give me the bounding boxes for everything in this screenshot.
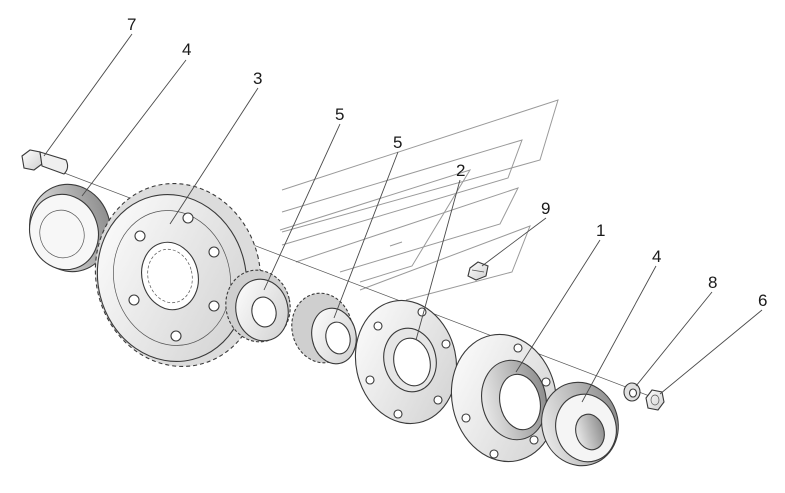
part-8-washer — [623, 382, 641, 402]
callout-labels: 7 4 3 5 5 2 9 1 4 8 6 — [127, 15, 767, 310]
callout-3: 3 — [253, 69, 262, 88]
leader-lines — [43, 33, 763, 403]
part-4-cover-right — [541, 381, 619, 467]
callout-4-right: 4 — [652, 247, 661, 266]
callout-5-first: 5 — [335, 105, 344, 124]
part-5-splined-hub-b — [291, 292, 357, 365]
part-5-splined-hub-a — [225, 269, 291, 343]
callout-5-second: 5 — [393, 133, 402, 152]
callout-9: 9 — [541, 199, 550, 218]
part-3-spur-gear — [94, 183, 262, 367]
watermark-logo — [279, 99, 559, 301]
callout-8: 8 — [708, 273, 717, 292]
part-7-bolt — [21, 149, 69, 175]
part-1-flanged-housing — [450, 333, 558, 463]
part-9-grease-fitting — [467, 261, 489, 281]
callout-1: 1 — [596, 221, 605, 240]
part-6-nut — [645, 389, 665, 411]
part-4-cover-left — [29, 183, 111, 273]
callout-7: 7 — [127, 15, 136, 34]
part-2-flange — [354, 299, 458, 425]
callout-6: 6 — [758, 291, 767, 310]
callout-2: 2 — [456, 161, 465, 180]
callout-4-left: 4 — [182, 40, 191, 59]
